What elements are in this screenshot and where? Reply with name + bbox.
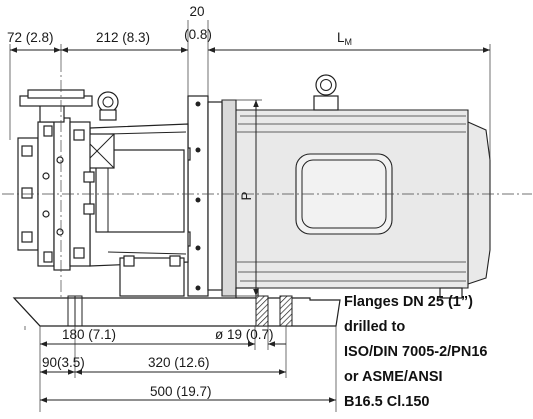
dim-20: 20 [189,4,204,19]
flange-note: Flanges DN 25 (1”) drilled to ISO/DIN 70… [344,294,487,410]
dim-500: 500 (19.7) [150,384,212,399]
dim-90: 90(3.5) [42,355,85,370]
dim-lm-main: L [337,30,345,45]
p-dimension [222,99,262,297]
dim-180: 180 (7.1) [62,327,116,342]
note-line-2: drilled to [344,319,405,335]
dim-19: ø 19 (0.7) [215,327,274,342]
motor-lifting-eye [313,74,339,111]
dim-72: 72 (2.8) [7,30,54,45]
bolt-hole-section [255,295,269,327]
dim-p: P [239,191,254,200]
bottom-dimensions [24,326,337,412]
top-dimensions [9,20,491,160]
note-line-5: B16.5 Cl.150 [344,394,429,410]
dim-lm: LM [337,30,352,47]
dim-212: 212 (8.3) [96,30,150,45]
note-line-3: ISO/DIN 7005-2/PN16 [344,344,487,360]
bolt-hole-section [279,295,293,327]
note-line-1: Flanges DN 25 (1”) [344,294,473,310]
dim-lm-sub: M [345,37,353,47]
note-line-4: or ASME/ANSI [344,369,443,385]
casing-bolts [21,125,95,263]
dim-320: 320 (12.6) [148,355,210,370]
base-plate [12,295,341,327]
motor [221,74,491,299]
pump-body [17,89,189,297]
dim-20-inch: (0.8) [184,27,212,42]
